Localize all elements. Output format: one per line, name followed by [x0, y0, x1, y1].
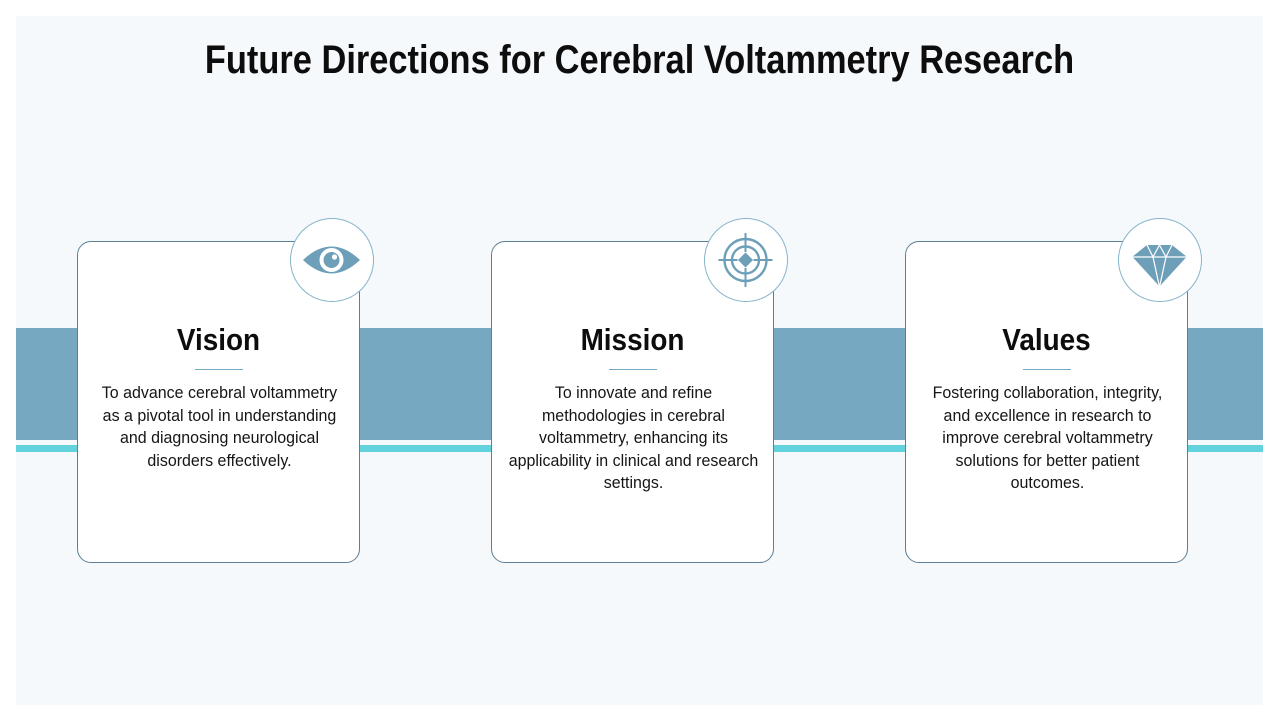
card-text: To innovate and refine methodologies in …: [508, 383, 759, 492]
card-title: Mission: [580, 322, 685, 357]
card-text: To advance cerebral voltammetry as a piv…: [101, 383, 338, 470]
card-title: Vision: [176, 322, 261, 357]
eye-icon: [303, 246, 360, 274]
card-title: Values: [1002, 322, 1091, 357]
card-text: Fostering collaboration, integrity, and …: [932, 383, 1163, 492]
title-underline: [1022, 369, 1071, 370]
title-underline: [194, 369, 243, 370]
values-icon-badge: [1118, 218, 1202, 302]
mission-icon-badge: [704, 218, 788, 302]
title-underline: [608, 369, 657, 370]
values-card: Values Fostering collaboration, integrit…: [905, 241, 1188, 563]
vision-icon-badge: [290, 218, 374, 302]
target-icon: [718, 233, 773, 287]
slide: Future Directions for Cerebral Voltammet…: [16, 16, 1263, 705]
diamond-icon: [1131, 243, 1188, 288]
slide-title: Future Directions for Cerebral Voltammet…: [204, 38, 1075, 82]
